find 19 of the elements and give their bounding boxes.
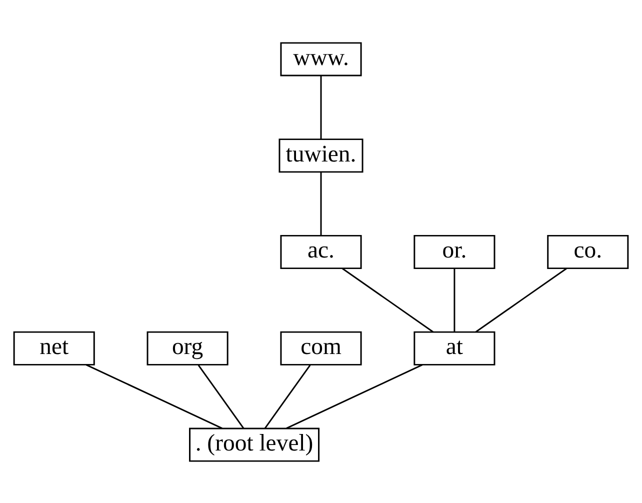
connector [264,364,311,428]
node-box: or. [414,234,496,269]
node-box: tuwien. [278,138,364,172]
connector [342,267,434,332]
node-box: co. [547,234,629,269]
connector [320,172,322,235]
node-box: ac. [280,234,362,269]
node-box: net [13,330,95,365]
connector [320,76,322,139]
connector [86,364,222,428]
connector [475,267,567,332]
connector [286,364,423,428]
connector [454,268,456,332]
node-box: . (root level) [189,427,320,462]
node-box: org [146,330,228,365]
connector [198,364,244,428]
node-box: com [280,330,362,365]
node-box: www. [280,42,362,76]
node-box: at [414,330,496,365]
